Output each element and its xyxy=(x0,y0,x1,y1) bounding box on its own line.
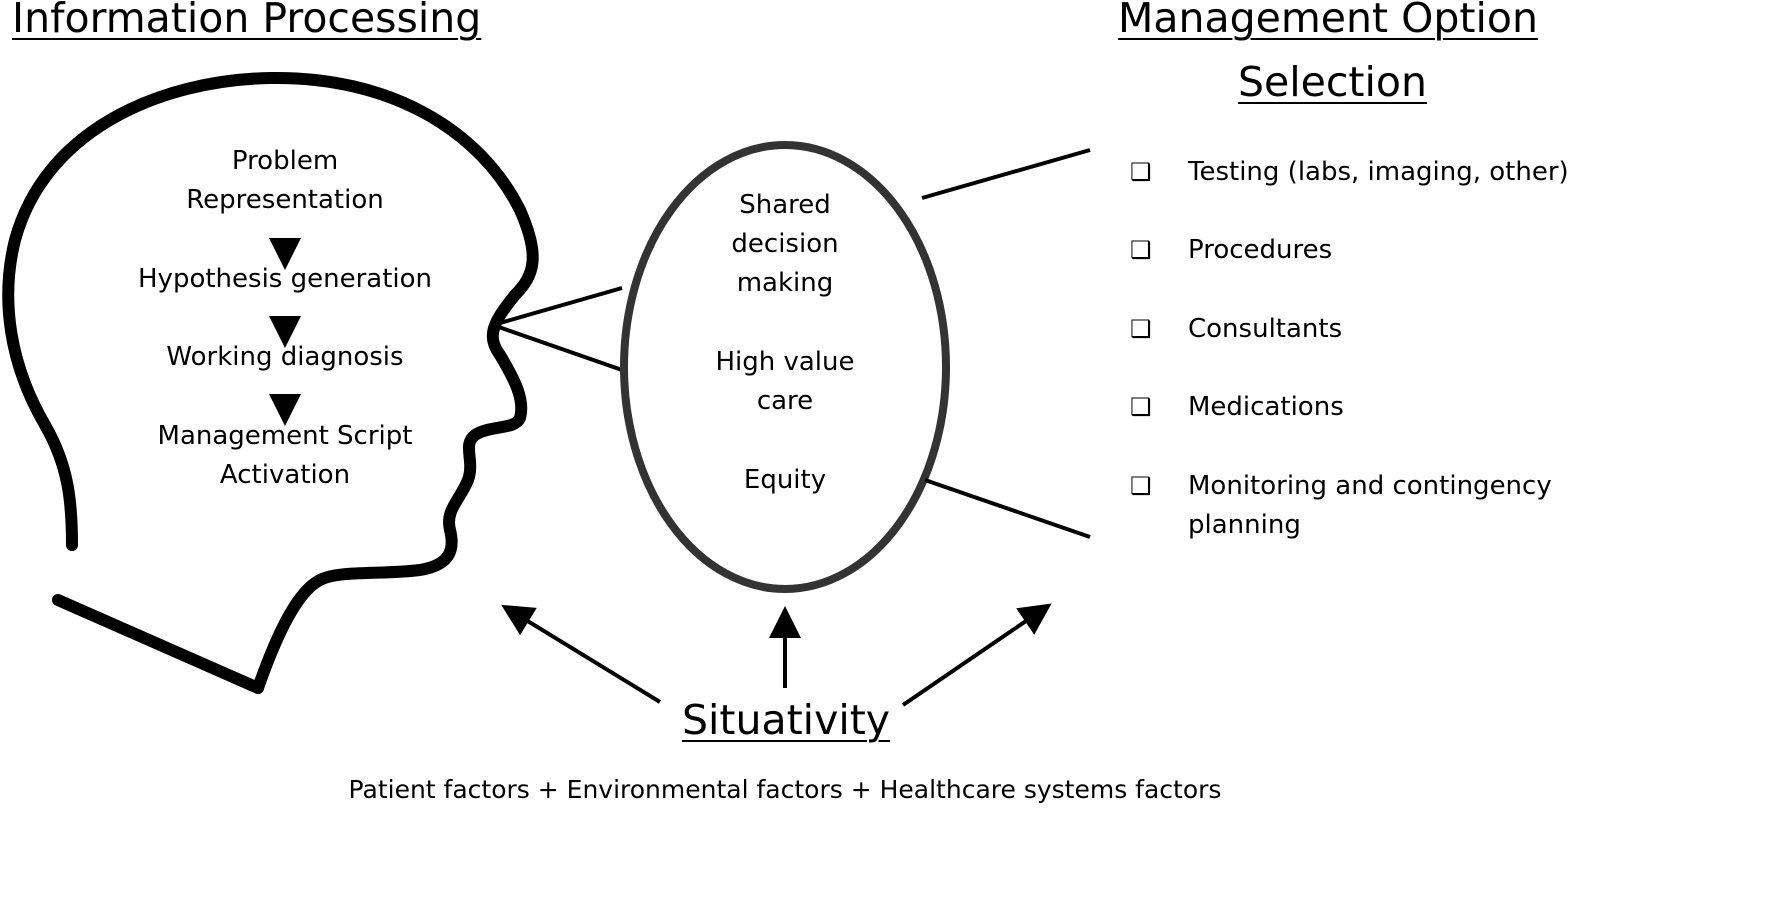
values-oval xyxy=(620,141,950,593)
option-label: Procedures xyxy=(1188,235,1333,265)
right-title-line2: Selection xyxy=(1238,58,1427,106)
option-label: Monitoring and contingency planning xyxy=(1188,467,1552,545)
checkbox-icon: ❑ xyxy=(1130,236,1152,264)
checkbox-icon: ❑ xyxy=(1130,315,1152,343)
situativity-arrow xyxy=(501,604,662,704)
option-label-line: Monitoring and contingency xyxy=(1188,471,1552,501)
connector-line xyxy=(492,286,623,327)
left-title: Information Processing xyxy=(12,0,482,42)
option-label: Medications xyxy=(1188,392,1344,422)
right-title-line1: Management Option xyxy=(1118,0,1538,42)
connector-line xyxy=(921,148,1091,200)
connector-line xyxy=(924,478,1091,539)
option-label: Consultants xyxy=(1188,314,1343,344)
oval-item-equity: Equity xyxy=(743,465,827,495)
step-working-diagnosis: Working diagnosis xyxy=(166,342,404,372)
step-line: Activation xyxy=(219,460,351,490)
step-hypothesis-generation: Hypothesis generation xyxy=(138,264,432,294)
oval-line: making xyxy=(736,268,834,298)
jaw-line xyxy=(52,594,264,694)
connector-line xyxy=(492,323,623,372)
step-problem-representation: Problem Representation xyxy=(150,142,420,220)
head-outline xyxy=(2,71,539,694)
oval-item-high-value-care: High value care xyxy=(665,343,905,421)
option-label-line: planning xyxy=(1188,510,1301,540)
oval-line: decision xyxy=(731,229,839,259)
oval-line: care xyxy=(756,386,814,416)
step-line: Management Script xyxy=(157,421,413,451)
checkbox-icon: ❑ xyxy=(1130,158,1152,186)
oval-line: High value xyxy=(715,347,855,377)
oval-item-shared-decision: Shared decision making xyxy=(665,186,905,303)
situativity-arrow xyxy=(901,603,1052,707)
situativity-factors: Patient factors + Environmental factors … xyxy=(348,775,1222,804)
checkbox-icon: ❑ xyxy=(1130,393,1152,421)
oval-line: Shared xyxy=(739,190,831,220)
option-label: Testing (labs, imaging, other) xyxy=(1188,157,1569,187)
checkbox-icon: ❑ xyxy=(1130,472,1152,500)
situativity-title: Situativity xyxy=(682,696,891,744)
step-line: Problem xyxy=(231,146,339,176)
step-line: Representation xyxy=(186,185,384,215)
step-management-script: Management Script Activation xyxy=(85,417,485,495)
